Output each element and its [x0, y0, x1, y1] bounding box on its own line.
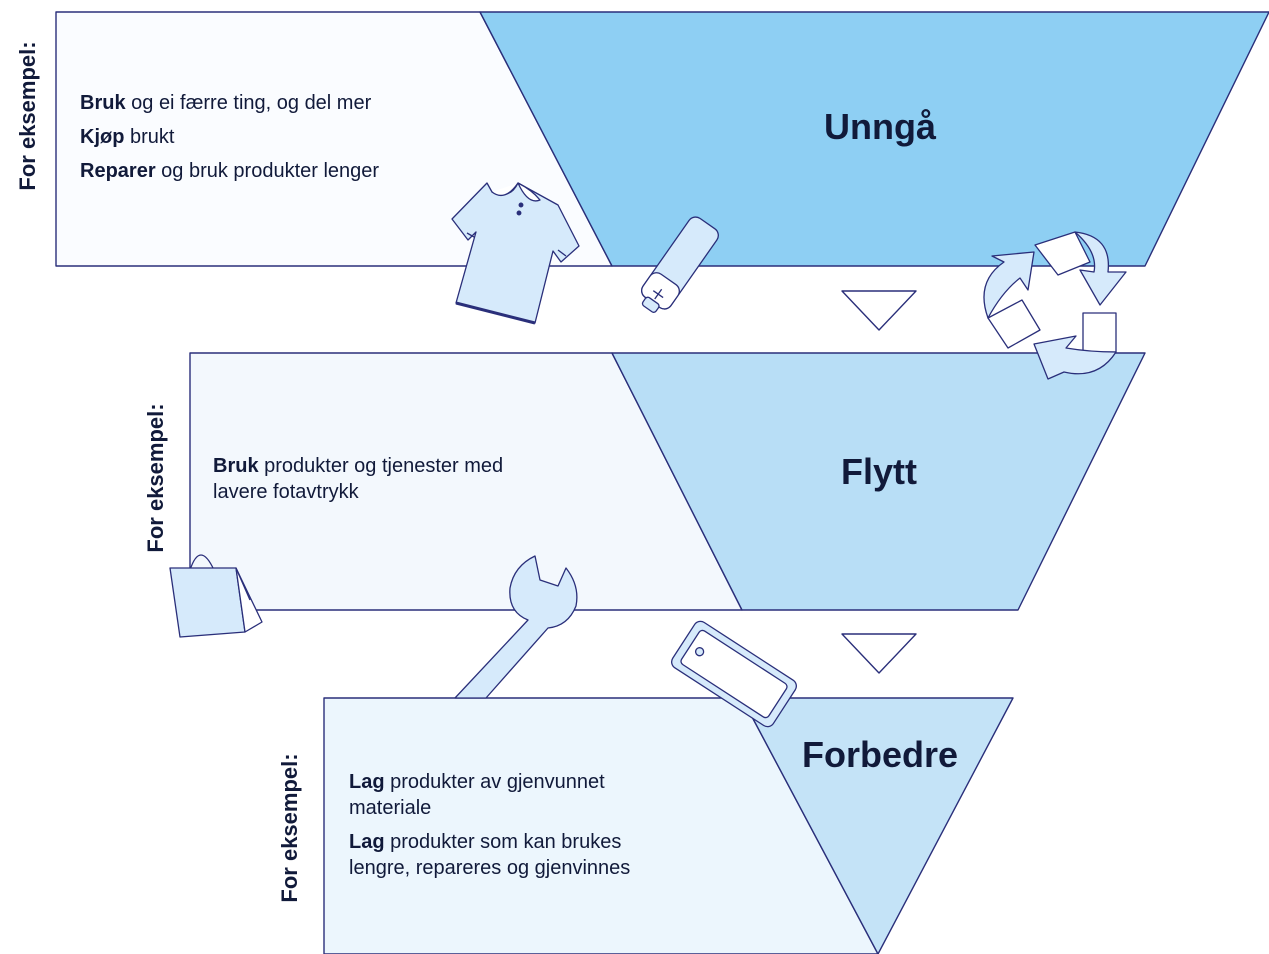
stage1-title: Unngå [824, 106, 936, 147]
smartphone-icon [671, 620, 797, 728]
down-arrow-1 [841, 290, 917, 331]
recycle-icon [983, 231, 1127, 380]
stage1-funnel-band [479, 11, 1269, 267]
stage3-text-box [323, 697, 879, 954]
stage1-examples: Bruk og ei færre ting, og del mer Kjøp b… [80, 86, 500, 188]
stage2-side-label: For eksempel: [143, 403, 168, 553]
stage1-side-label: For eksempel: [15, 41, 40, 191]
stage3-funnel-tip [741, 697, 1014, 954]
shopping-bag-icon [169, 554, 263, 638]
battery-icon [641, 216, 719, 313]
stage3-examples: Lag produkter av gjenvunnet materiale La… [349, 769, 679, 889]
stage3-title: Forbedre [801, 734, 959, 775]
shirt-icon [451, 182, 580, 325]
wrench-icon [454, 555, 578, 699]
stage3-example-2: Lag produkter som kan brukes lengre, rep… [349, 831, 631, 879]
stage2-example-1: Bruk produkter og tjenester med lavere f… [213, 455, 504, 503]
stage1-example-3: Reparer og bruk produkter lenger [80, 160, 380, 182]
stage1-example-2: Kjøp brukt [80, 126, 175, 148]
stage3-example-1: Lag produkter av gjenvunnet materiale [349, 771, 605, 819]
stage3-side-label: For eksempel: [277, 753, 302, 903]
stage2-title: Flytt [841, 451, 917, 492]
stage2-examples: Bruk produkter og tjenester med lavere f… [213, 453, 533, 513]
stage2-funnel-band [611, 352, 1146, 611]
down-arrow-2 [841, 633, 917, 674]
stage1-example-1: Bruk og ei færre ting, og del mer [80, 92, 372, 114]
